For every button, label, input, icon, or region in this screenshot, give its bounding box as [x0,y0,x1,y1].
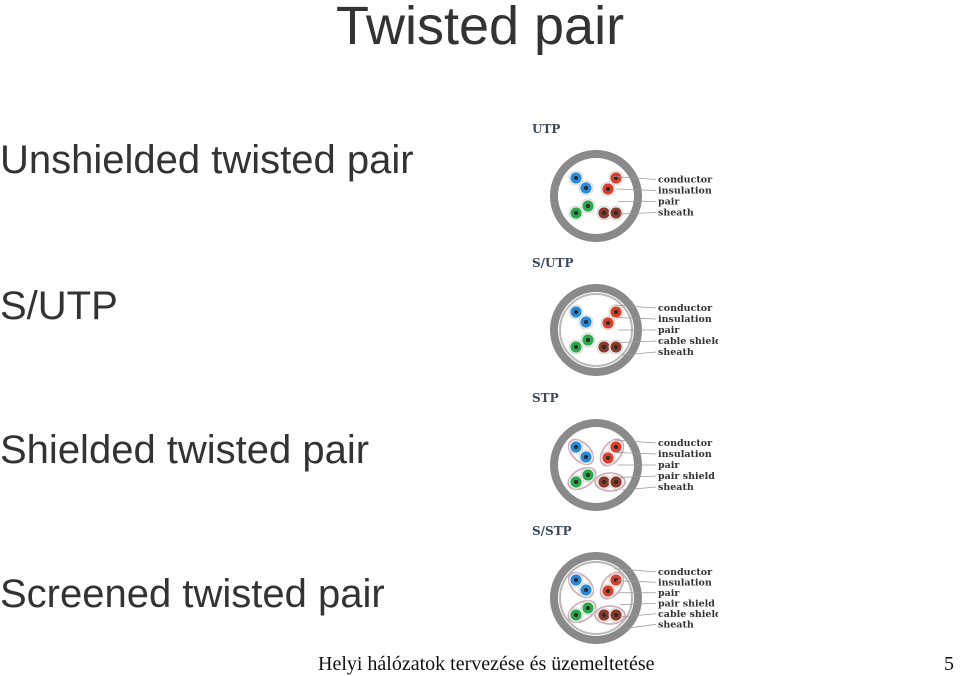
diagram-title: S/STP [532,524,572,538]
label-unshielded-twisted-pair: Unshielded twisted pair [0,138,414,182]
legend-leader-line [613,176,657,180]
legend-label: pair [658,197,680,208]
legend-label: insulation [658,186,712,197]
legend-leader-line [619,602,657,606]
legend-leader-line [621,351,657,356]
green-pair [568,332,596,355]
green-pair [567,466,597,491]
legend-leader-line [613,304,657,309]
cable-shield-ring [559,561,633,635]
legend-leader-line [619,475,657,478]
footer-text: Helyi hálózatok tervezése és üzemeltetés… [318,653,655,675]
legend-leader-line [619,340,657,343]
legend-label: pair [658,325,680,336]
legend-label: conductor [658,175,713,186]
legend-label: conductor [658,567,713,578]
legend-label: insulation [658,449,712,460]
legend-label: cable shield [658,609,718,620]
blue-pair [568,304,594,330]
diagram-title: STP [532,391,559,405]
legend-leader-line [613,439,657,444]
legend-label: pair shield [658,471,715,482]
legend-leader-line [623,623,657,630]
blue-pair [567,571,595,599]
label-shielded-twisted-pair: Shielded twisted pair [0,428,370,472]
legend-label: sheath [658,482,694,493]
brown-pair [594,472,626,492]
page-number: 5 [944,653,954,675]
legend-label: sheath [658,619,694,630]
legend-label: insulation [658,314,712,325]
legend-leader-line [615,580,657,583]
orange-pair [600,170,624,197]
legend-leader-line [619,212,657,215]
legend-label: conductor [658,303,713,314]
brown-pair [594,605,626,625]
label-screened-twisted-pair: Screened twisted pair [0,572,385,616]
legend-label: cable shield [658,336,718,347]
legend-leader-line [613,568,657,573]
legend-leader-line [615,452,657,455]
slide-title: Twisted pair [335,0,625,56]
legend-label: conductor [658,438,713,449]
legend-label: insulation [658,577,712,588]
legend-label: pair shield [658,598,715,609]
blue-pair [567,438,595,466]
legend-leader-line [621,613,657,618]
brown-pair [596,205,624,221]
orange-pair [600,304,624,331]
legend-label: sheath [658,347,694,358]
legend-label: pair [658,588,680,599]
blue-pair [568,170,594,196]
legend-leader-line [615,188,657,191]
legend-leader-line [615,317,657,320]
green-pair [568,198,596,221]
diagram-title: S/UTP [532,256,573,270]
legend-label: pair [658,460,680,471]
green-pair [567,599,597,624]
legend-label: sheath [658,208,694,219]
brown-pair [596,339,624,355]
legend-leader-line [621,486,657,491]
diagram-title: UTP [532,122,560,136]
orange-pair [599,571,625,600]
label-s-utp: S/UTP [0,284,118,328]
